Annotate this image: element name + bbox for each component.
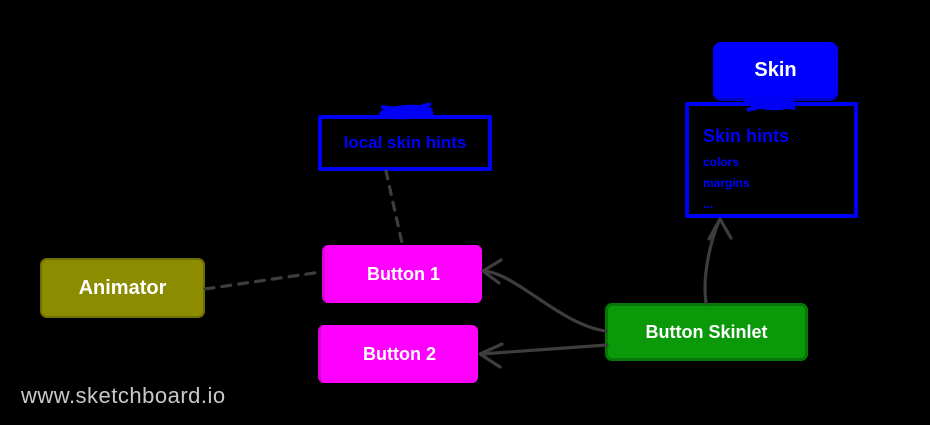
arrowhead-skin-hints-icon	[707, 217, 733, 241]
connector-button-skinlet-to-button2[interactable]	[479, 343, 609, 356]
connector-animator-to-button1[interactable]	[203, 270, 323, 291]
skin-hints-item: ...	[703, 197, 714, 211]
arrowhead-button1-icon	[481, 258, 503, 285]
sketchboard-watermark: www.sketchboard.io	[21, 383, 226, 408]
node-animator-label: Animator	[78, 276, 167, 299]
arrowhead-button2-icon	[478, 342, 504, 369]
scribble-attachment-icon	[744, 95, 796, 112]
node-skin-label: Skin	[754, 58, 797, 81]
connector-local-skin-hints-to-button1[interactable]	[384, 169, 404, 245]
node-button-skinlet-label: Button Skinlet	[645, 321, 768, 342]
node-button2-label: Button 2	[363, 343, 436, 364]
node-button2[interactable]: Button 2	[318, 325, 478, 383]
node-button1[interactable]: Button 1	[322, 245, 482, 303]
local-skin-hints-label: local skin hints	[343, 133, 467, 152]
node-button1-label: Button 1	[367, 263, 440, 284]
skin-hints-title: Skin hints	[703, 126, 790, 146]
scribble-attachment-icon	[379, 102, 434, 120]
skin-hints-item: margins	[703, 176, 750, 190]
skin-hints-item: colors	[703, 155, 740, 169]
node-button-skinlet[interactable]: Button Skinlet	[605, 303, 808, 361]
connector-button-skinlet-to-button1[interactable]	[481, 269, 608, 333]
